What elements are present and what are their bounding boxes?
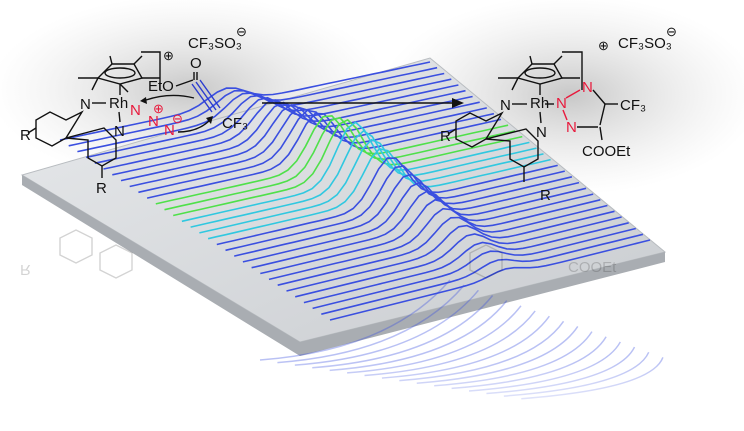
spectral-line <box>234 173 573 257</box>
spectral-line <box>103 89 466 170</box>
azide-n1: N <box>130 102 141 119</box>
spectral-line <box>251 187 587 269</box>
spectral-line <box>94 84 459 164</box>
spectral-line <box>312 227 636 310</box>
spectral-line <box>329 239 651 321</box>
spectral-line <box>242 181 580 263</box>
spectral-line <box>138 109 495 194</box>
spectral-line <box>303 222 629 304</box>
spectral-line <box>181 121 530 223</box>
spectral-line <box>225 165 565 252</box>
spectral-line <box>207 147 551 240</box>
azide-n2: N <box>148 113 159 130</box>
spectral-line <box>85 78 452 159</box>
substituent-r-left: R <box>20 127 31 144</box>
azide-minus-charge: ⊖ <box>172 111 183 126</box>
azide-n3: N <box>164 122 175 139</box>
triazole-n2: N <box>582 79 593 96</box>
counterion-label: CF₃SO₃ <box>618 35 672 52</box>
spectral-line <box>295 216 622 298</box>
spectral-line <box>260 193 594 275</box>
substituent-r-bottom: R <box>540 187 551 204</box>
pyridine-n-left: N <box>80 96 91 113</box>
pyridine-n-right: N <box>114 123 125 140</box>
reflection-ester: COOEt <box>568 259 617 276</box>
triazole: N N N <box>545 79 618 141</box>
reflection-fade <box>0 360 744 431</box>
spectral-line <box>286 210 615 292</box>
spectral-line <box>155 114 509 205</box>
substituent-r-bottom: R <box>96 180 107 197</box>
spectral-line <box>216 157 558 246</box>
reflection-line <box>259 279 451 361</box>
reflection-line <box>277 284 465 364</box>
spectral-line <box>321 233 644 315</box>
carbonyl-o: O <box>190 55 202 72</box>
cation-charge: ⊕ <box>598 38 609 53</box>
metal-label: Rh <box>530 95 549 112</box>
counterion-charge: ⊖ <box>236 24 247 39</box>
substituent-r-left: R <box>440 128 451 145</box>
spectral-line <box>146 112 502 199</box>
triazole-ester: COOEt <box>582 143 631 160</box>
reflection-molecules: R COOEt <box>20 229 617 279</box>
spectral-line <box>277 204 608 286</box>
spectral-line <box>77 72 445 153</box>
alkyne-cf3: CF₃ <box>222 115 248 132</box>
counterion-charge: ⊖ <box>666 24 677 39</box>
spectral-line <box>164 116 516 211</box>
triazole-n1: N <box>556 95 567 112</box>
spectral-line <box>199 138 544 234</box>
left-complex: Rh N N R R ⊕ CF₃SO₃ ⊖ N N N ⊕ ⊖ <box>20 24 247 197</box>
ester-eto: EtO <box>148 78 174 95</box>
metal-label: Rh <box>109 95 128 112</box>
curved-arrow-1 <box>145 94 195 101</box>
spectral-line <box>268 199 601 281</box>
curved-arrow-2 <box>177 119 211 133</box>
reaction-arrow <box>262 98 464 108</box>
triazole-n3: N <box>566 119 577 136</box>
pyridine-n-right: N <box>536 124 547 141</box>
cp-star-icon <box>78 55 160 95</box>
azide-plus-charge: ⊕ <box>153 101 164 116</box>
spectral-line <box>190 129 537 228</box>
counterion-label: CF₃SO₃ <box>188 35 242 52</box>
pyridine-n-left: N <box>500 97 511 114</box>
spectral-lines <box>59 61 651 321</box>
triazole-cf3: CF₃ <box>620 97 646 114</box>
alkyne: EtO O CF₃ <box>148 55 248 132</box>
spectral-line <box>173 118 523 217</box>
cation-charge: ⊕ <box>163 48 174 63</box>
reflection-r: R <box>20 261 31 278</box>
right-complex: ⊕ CF₃SO₃ ⊖ Rh N N R R N N N CF₃ COOEt <box>440 24 677 204</box>
azide: N N N ⊕ ⊖ <box>130 101 183 139</box>
cp-star-icon <box>498 55 580 95</box>
spectral-line <box>112 95 473 176</box>
